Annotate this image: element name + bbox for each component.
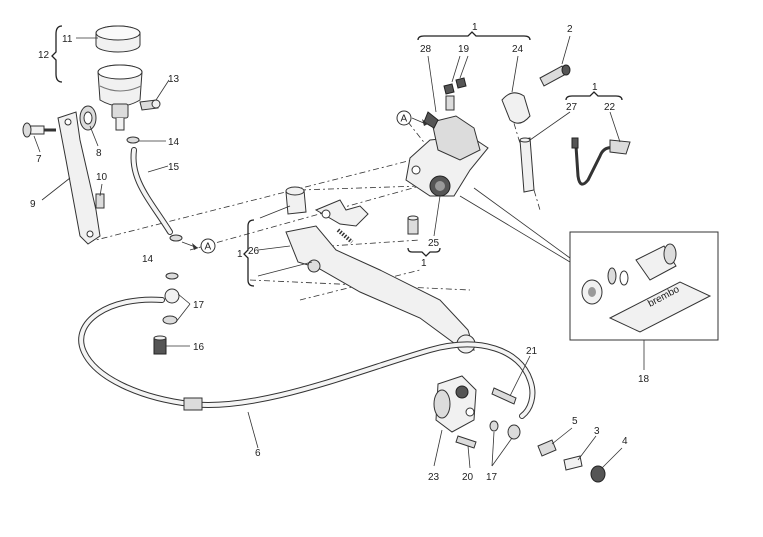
label-8: 8 (96, 148, 102, 159)
slave-bolt (455, 435, 477, 449)
bleeder-valve (537, 439, 557, 457)
bleeder-cap (443, 83, 455, 95)
label-23: 23 (428, 472, 440, 483)
label-2: 2 (567, 24, 573, 35)
bleed-nipple (563, 455, 583, 471)
ref-marker-a-left: A (205, 242, 212, 253)
label-1-left: 1 (237, 249, 243, 260)
switch-group (519, 137, 631, 193)
small-screw (95, 193, 105, 209)
label-3: 3 (594, 426, 600, 437)
ref-markers: A A (200, 110, 428, 254)
label-21: 21 (526, 346, 538, 357)
hose-clip-lower (169, 234, 183, 242)
leader-lines (33, 35, 645, 469)
label-28: 28 (420, 44, 432, 55)
switch-cable (574, 145, 615, 186)
reservoir-bracket (57, 111, 101, 245)
label-17-upper: 17 (193, 300, 205, 311)
label-25: 25 (428, 238, 440, 249)
label-24: 24 (512, 44, 524, 55)
label-13: 13 (168, 74, 180, 85)
switch-pin (519, 137, 535, 193)
label-22: 22 (604, 102, 616, 113)
brackets (51, 25, 623, 287)
sealing-washer (489, 420, 499, 432)
lever-group (285, 186, 476, 354)
label-17-lower: 17 (486, 472, 498, 483)
label-14-lower: 14 (142, 254, 154, 265)
bleed-cap (590, 465, 606, 483)
banjo-top (164, 288, 180, 304)
label-18: 18 (638, 374, 650, 385)
label-12: 12 (38, 50, 50, 61)
reservoir-hose (130, 147, 173, 235)
label-19: 19 (458, 44, 470, 55)
switch-connector (609, 139, 631, 155)
label-26: 26 (248, 246, 260, 257)
label-20: 20 (462, 472, 474, 483)
slave-upper-bolt (491, 387, 517, 405)
ref-marker-a-right: A (401, 114, 408, 125)
label-1-sub: 1 (421, 258, 427, 269)
hose-clip-upper (126, 136, 140, 144)
hose-assembly (78, 272, 536, 419)
clutch-lever (285, 225, 475, 351)
repair-kit-group: brembo (459, 187, 719, 341)
lever-adjuster (314, 199, 369, 227)
reservoir-group (22, 25, 199, 250)
handlebar-clamp (501, 92, 531, 124)
label-16: 16 (193, 342, 205, 353)
part-labels: 1 1 1 1 2 3 4 5 6 7 8 9 10 11 12 13 14 1… (30, 22, 650, 483)
label-5: 5 (572, 416, 578, 427)
label-1-bracket: 1 (592, 82, 598, 93)
label-14-upper: 14 (168, 137, 180, 148)
label-1-top: 1 (472, 22, 478, 33)
label-15: 15 (168, 162, 180, 173)
label-9: 9 (30, 199, 36, 210)
master-cylinder-group (405, 64, 571, 235)
kit-bag (608, 281, 712, 333)
hose-sleeve (183, 397, 203, 411)
label-10: 10 (96, 172, 108, 183)
label-4: 4 (622, 436, 628, 447)
label-27: 27 (566, 102, 578, 113)
slave-cylinder-group (433, 375, 606, 483)
label-6: 6 (255, 448, 261, 459)
label-7: 7 (36, 154, 42, 165)
label-11: 11 (62, 34, 73, 45)
